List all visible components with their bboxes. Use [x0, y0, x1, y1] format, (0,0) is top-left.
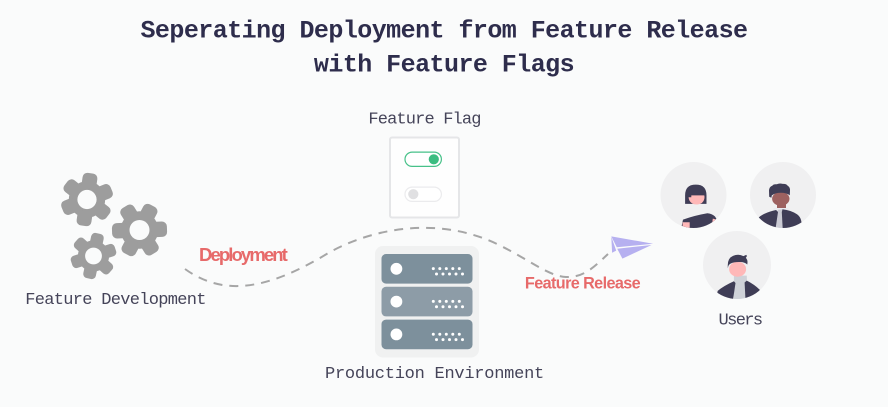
svg-text:Feature Release: Feature Release — [525, 275, 641, 293]
svg-text:Feature Development: Feature Development — [25, 291, 206, 310]
svg-text:Production Environment: Production Environment — [325, 365, 544, 384]
svg-text:Feature Flag: Feature Flag — [368, 111, 480, 130]
svg-text:Seperating Deployment from Fea: Seperating Deployment from Feature Relea… — [140, 17, 747, 46]
svg-text:Deployment: Deployment — [199, 244, 288, 265]
svg-text:with Feature Flags: with Feature Flags — [314, 51, 574, 80]
svg-text:Users: Users — [718, 311, 761, 330]
